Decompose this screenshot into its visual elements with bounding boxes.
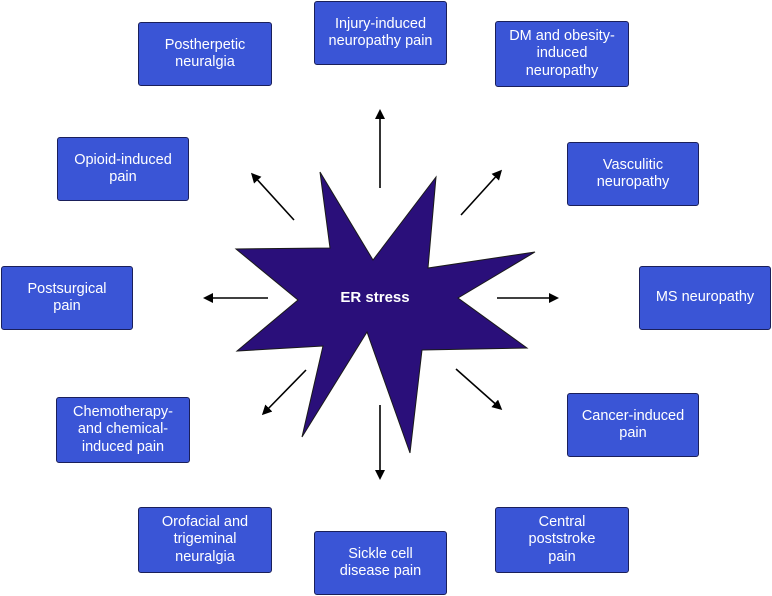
node-dm-obesity-induced-neuropathy: DM and obesity- induced neuropathy: [495, 21, 629, 87]
center-label: ER stress: [340, 288, 410, 306]
er-stress-star: [234, 171, 536, 454]
node-chemotherapy-chemical-induced-pain: Chemotherapy- and chemical- induced pain: [56, 397, 190, 463]
node-cancer-induced-pain: Cancer-induced pain: [567, 393, 699, 457]
node-sickle-cell-disease-pain: Sickle cell disease pain: [314, 531, 447, 595]
node-central-poststroke-pain: Central poststroke pain: [495, 507, 629, 573]
node-vasculitic-neuropathy: Vasculitic neuropathy: [567, 142, 699, 206]
node-ms-neuropathy: MS neuropathy: [639, 266, 771, 330]
arrow-to-chemo: [261, 369, 307, 416]
node-opioid-induced-pain: Opioid-induced pain: [57, 137, 189, 201]
node-postherpetic-neuralgia: Postherpetic neuralgia: [138, 22, 272, 86]
node-injury-induced-neuropathy-pain: Injury-induced neuropathy pain: [314, 1, 447, 65]
node-postsurgical-pain: Postsurgical pain: [1, 266, 133, 330]
arrow-to-opioid: [250, 172, 295, 221]
node-orofacial-trigeminal-neuralgia: Orofacial and trigeminal neuralgia: [138, 507, 272, 573]
arrow-to-cancer: [455, 368, 503, 410]
arrow-to-dm: [460, 169, 503, 216]
